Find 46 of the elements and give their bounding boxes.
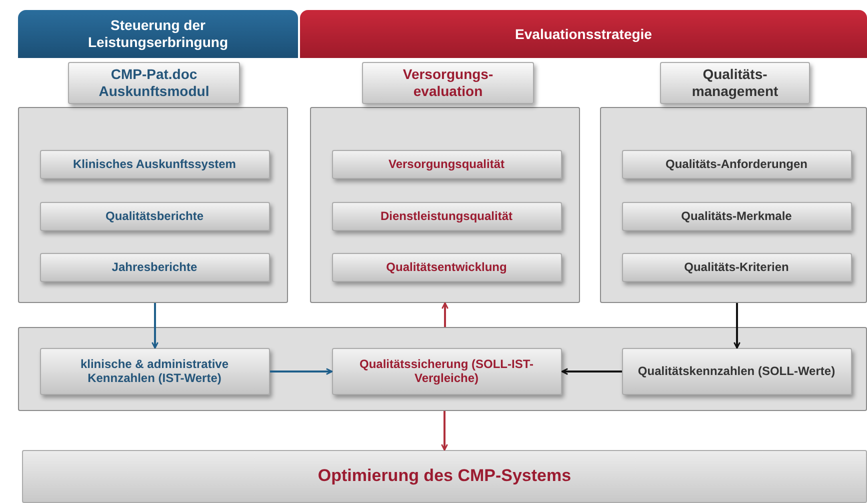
process-box: [332, 150, 562, 178]
node-text: Qualitätssicherung (SOLL-IST-Vergleiche): [358, 356, 535, 386]
node-text: Qualitätsberichte: [105, 208, 204, 224]
node-text: Versorgungsqualität: [388, 156, 505, 172]
node-text: Qualitäts-Kriterien: [684, 260, 789, 274]
node-text: Steuerung der Leistungserbringung: [87, 17, 229, 51]
group-panel: [600, 107, 867, 303]
process-box: [622, 252, 852, 282]
arrow: [442, 302, 448, 327]
node-text: Qualitäts-Merkmale: [681, 208, 792, 224]
node-text: Qualitätsentwicklung: [386, 260, 507, 274]
process-box: [40, 150, 270, 178]
node-text: Versorgungs- evaluation: [402, 66, 494, 100]
node-text: klinische & administrative Kennzahlen (IST-Werte): [79, 356, 230, 386]
process-box: [622, 348, 852, 394]
arrow: [152, 303, 158, 349]
arrow: [270, 368, 333, 375]
node-text: Evaluationsstrategie: [515, 26, 652, 42]
process-box: [40, 348, 270, 394]
heading-tag: [68, 62, 240, 104]
node-text: Dienstleistungsqualität: [380, 208, 513, 224]
process-box: [622, 150, 852, 178]
node-text: Qualitätskennzahlen (SOLL-Werte): [638, 364, 836, 378]
node-text: Qualitäts- management: [690, 66, 780, 100]
process-box: [40, 202, 270, 230]
process-box: [40, 252, 270, 282]
heading-tag: [362, 62, 534, 104]
header-tab: [300, 10, 867, 58]
header-tab: [18, 10, 298, 58]
process-box: [332, 348, 562, 394]
arrow: [734, 303, 740, 349]
node-text: Qualitäts-Anforderungen: [665, 156, 808, 172]
group-panel: [18, 107, 288, 303]
group-panel: [310, 107, 580, 303]
node-text: CMP-Pat.doc Auskunftsmodul: [98, 66, 210, 100]
group-panel: [18, 327, 867, 411]
result-band: [22, 450, 867, 503]
node-text: Jahresberichte: [112, 260, 198, 274]
process-box: [332, 202, 562, 230]
arrow: [561, 368, 622, 375]
process-box: [622, 202, 852, 230]
heading-tag: [660, 62, 810, 104]
node-text: Optimierung des CMP-Systems: [318, 466, 572, 487]
node-text: Klinisches Auskunftssystem: [73, 156, 236, 172]
process-box: [332, 252, 562, 282]
arrow: [441, 411, 448, 451]
